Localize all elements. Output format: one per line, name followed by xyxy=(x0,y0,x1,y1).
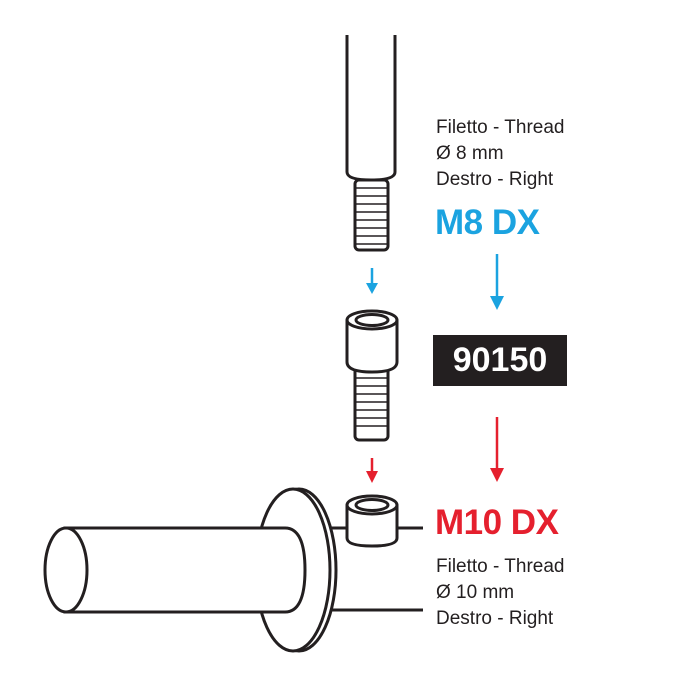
part-number-badge: 90150 xyxy=(433,335,567,386)
bottom-diameter-label: Ø 10 mm xyxy=(436,582,515,603)
red-arrow-small xyxy=(366,458,378,483)
blue-arrow-small xyxy=(366,268,378,294)
mirror-stem xyxy=(345,35,397,252)
bar-end-nut xyxy=(345,494,399,548)
top-direction-label: Destro - Right xyxy=(436,169,554,190)
bottom-direction-label: Destro - Right xyxy=(436,608,554,629)
blue-arrow-large xyxy=(490,254,504,310)
red-arrow-large xyxy=(490,417,504,482)
bottom-thread-label: Filetto - Thread xyxy=(436,556,565,577)
top-thread-label: Filetto - Thread xyxy=(436,117,565,138)
adapter xyxy=(345,309,399,442)
bottom-thread-code: M10 DX xyxy=(435,503,559,542)
handlebar xyxy=(43,487,423,653)
top-diameter-label: Ø 8 mm xyxy=(436,143,504,164)
top-thread-code: M8 DX xyxy=(435,203,540,242)
